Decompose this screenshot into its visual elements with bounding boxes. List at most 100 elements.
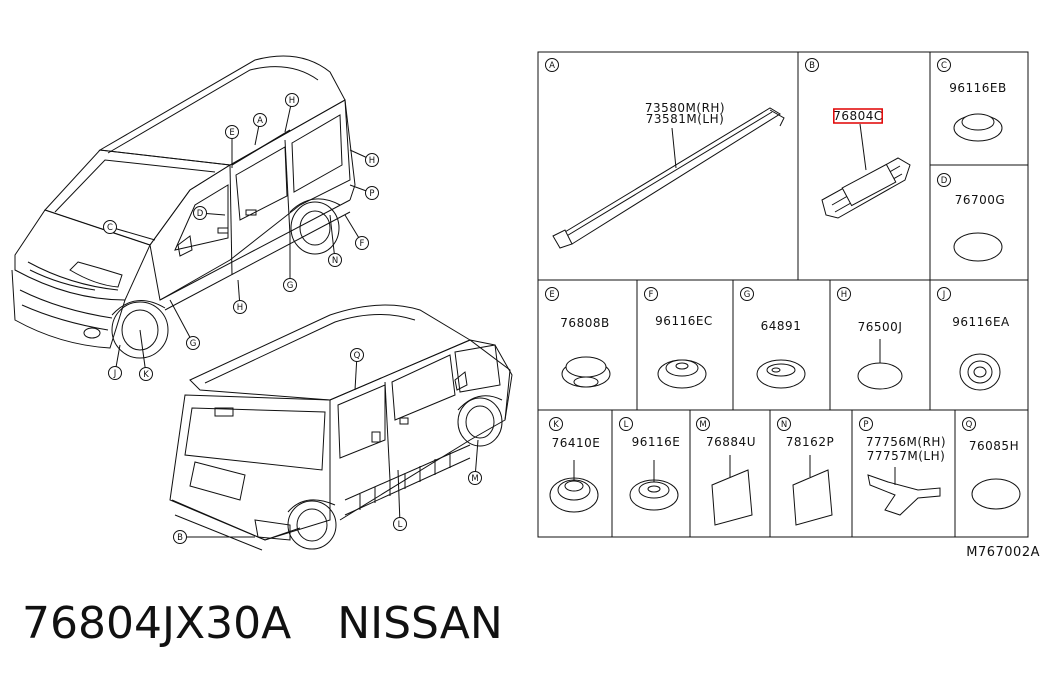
callout-a: A <box>253 113 267 146</box>
part-number-label[interactable]: 78162P <box>786 435 834 449</box>
callout-circle <box>355 236 369 250</box>
callout-circle <box>103 220 117 234</box>
part-number-label[interactable]: 76700G <box>955 193 1005 207</box>
part-number-label[interactable]: 96116EC <box>655 314 713 328</box>
callout-letter: K <box>143 370 149 380</box>
callout-leader <box>169 299 194 344</box>
callout-q: Q <box>350 348 364 391</box>
part-number-label[interactable]: 76410E <box>552 436 601 450</box>
rear-van-illustration <box>169 304 513 551</box>
callout-n: N <box>328 214 342 267</box>
cell-letter: D <box>941 176 948 186</box>
cell-letter-circle <box>696 417 710 431</box>
part-drawing-pad-q <box>971 478 1021 510</box>
cell-q: Q 76085H <box>962 417 1019 453</box>
cell-letter-circle <box>962 417 976 431</box>
cell-letter: Q <box>966 420 973 430</box>
part-number-label[interactable]: 76085H <box>969 439 1019 453</box>
part-drawing-cap-c <box>953 113 1003 142</box>
part-drawing-sheet-n <box>792 455 833 526</box>
callout-circle <box>108 366 122 380</box>
caption-brand: NISSAN <box>337 598 503 649</box>
callout-letter: J <box>113 369 117 379</box>
callout-m: M <box>468 439 482 485</box>
cell-a: A 73580M(RH)73581M(LH) <box>545 58 725 126</box>
part-number-label[interactable]: 76808B <box>560 316 609 330</box>
callout-g: G <box>169 299 200 350</box>
part-drawing-grommet-j <box>959 353 1001 391</box>
part-number-label[interactable]: 76804C <box>833 109 883 123</box>
callout-k: K <box>139 329 153 381</box>
cell-letter-circle <box>937 287 951 301</box>
part-drawing-plug-e <box>561 356 611 388</box>
callout-letter: D <box>197 209 204 219</box>
callout-circle <box>283 278 297 292</box>
cell-letter: C <box>941 61 947 71</box>
highlight-box <box>833 108 883 124</box>
callout-j: J <box>108 344 122 380</box>
part-number-label[interactable]: 77757M(LH) <box>867 449 946 463</box>
part-drawing-plug-g <box>756 359 806 389</box>
part-number-label[interactable]: 77756M(RH) <box>866 435 946 449</box>
callout-letter: N <box>332 256 338 266</box>
cell-h: H 76500J <box>837 287 903 334</box>
callout-f: F <box>344 214 369 250</box>
callout-letter: H <box>289 96 295 106</box>
part-number-label[interactable]: 96116EA <box>952 315 1010 329</box>
callout-h: H <box>233 279 247 314</box>
callout-letter: H <box>369 156 375 166</box>
callout-letter: Q <box>354 351 361 361</box>
rear-van-callouts: Q M L B <box>173 348 482 544</box>
cell-letter: J <box>942 290 946 300</box>
part-drawing-pad-h <box>857 339 903 390</box>
cell-letter: G <box>744 290 751 300</box>
part-number-label[interactable]: 73580M(RH) <box>645 101 725 115</box>
caption: 76804JX30A NISSAN <box>22 598 549 649</box>
cell-letter: H <box>841 290 847 300</box>
callout-circle <box>285 93 299 107</box>
part-number-label[interactable]: 64891 <box>761 319 802 333</box>
part-number-label[interactable]: 96116E <box>632 435 681 449</box>
callout-letter: P <box>369 189 374 199</box>
part-drawing-lamp-housing <box>821 123 911 219</box>
callout-circle <box>173 530 187 544</box>
cell-letter-circle <box>805 58 819 72</box>
parts-table-text: A73580M(RH)73581M(LH)B76804CC96116EBD767… <box>545 58 1019 463</box>
part-drawing-sheet-m <box>711 455 753 526</box>
callout-circle <box>193 206 207 220</box>
part-number-label[interactable]: 76500J <box>858 320 903 334</box>
cell-j: J 96116EA <box>937 287 1010 329</box>
callout-letter: C <box>107 223 113 233</box>
callout-letter: H <box>237 303 243 313</box>
part-number-label[interactable]: 76884U <box>706 435 756 449</box>
cell-letter: A <box>549 61 555 71</box>
cell-d: D 76700G <box>937 173 1005 207</box>
cell-letter: L <box>624 420 629 430</box>
cell-letter-circle <box>777 417 791 431</box>
callout-p: P <box>349 184 379 200</box>
part-drawing-grommet-f <box>657 359 707 389</box>
callout-circle <box>139 367 153 381</box>
callout-circle <box>365 186 379 200</box>
part-number-label[interactable]: 96116EB <box>949 81 1007 95</box>
callout-letter: G <box>287 281 294 291</box>
callout-circle <box>186 336 200 350</box>
callout-circle <box>328 253 342 267</box>
part-drawing-molding <box>552 107 785 249</box>
callout-circle <box>350 348 364 362</box>
callout-letter: G <box>190 339 197 349</box>
callout-l: L <box>393 469 407 531</box>
part-number-label[interactable]: 73581M(LH) <box>646 112 725 126</box>
caption-part-number: 76804JX30A <box>22 598 292 649</box>
cell-letter-circle <box>837 287 851 301</box>
cell-letter-circle <box>859 417 873 431</box>
callout-d: D <box>193 206 226 220</box>
cell-letter-circle <box>619 417 633 431</box>
callout-b: B <box>173 530 255 544</box>
callout-letter: A <box>257 116 263 126</box>
